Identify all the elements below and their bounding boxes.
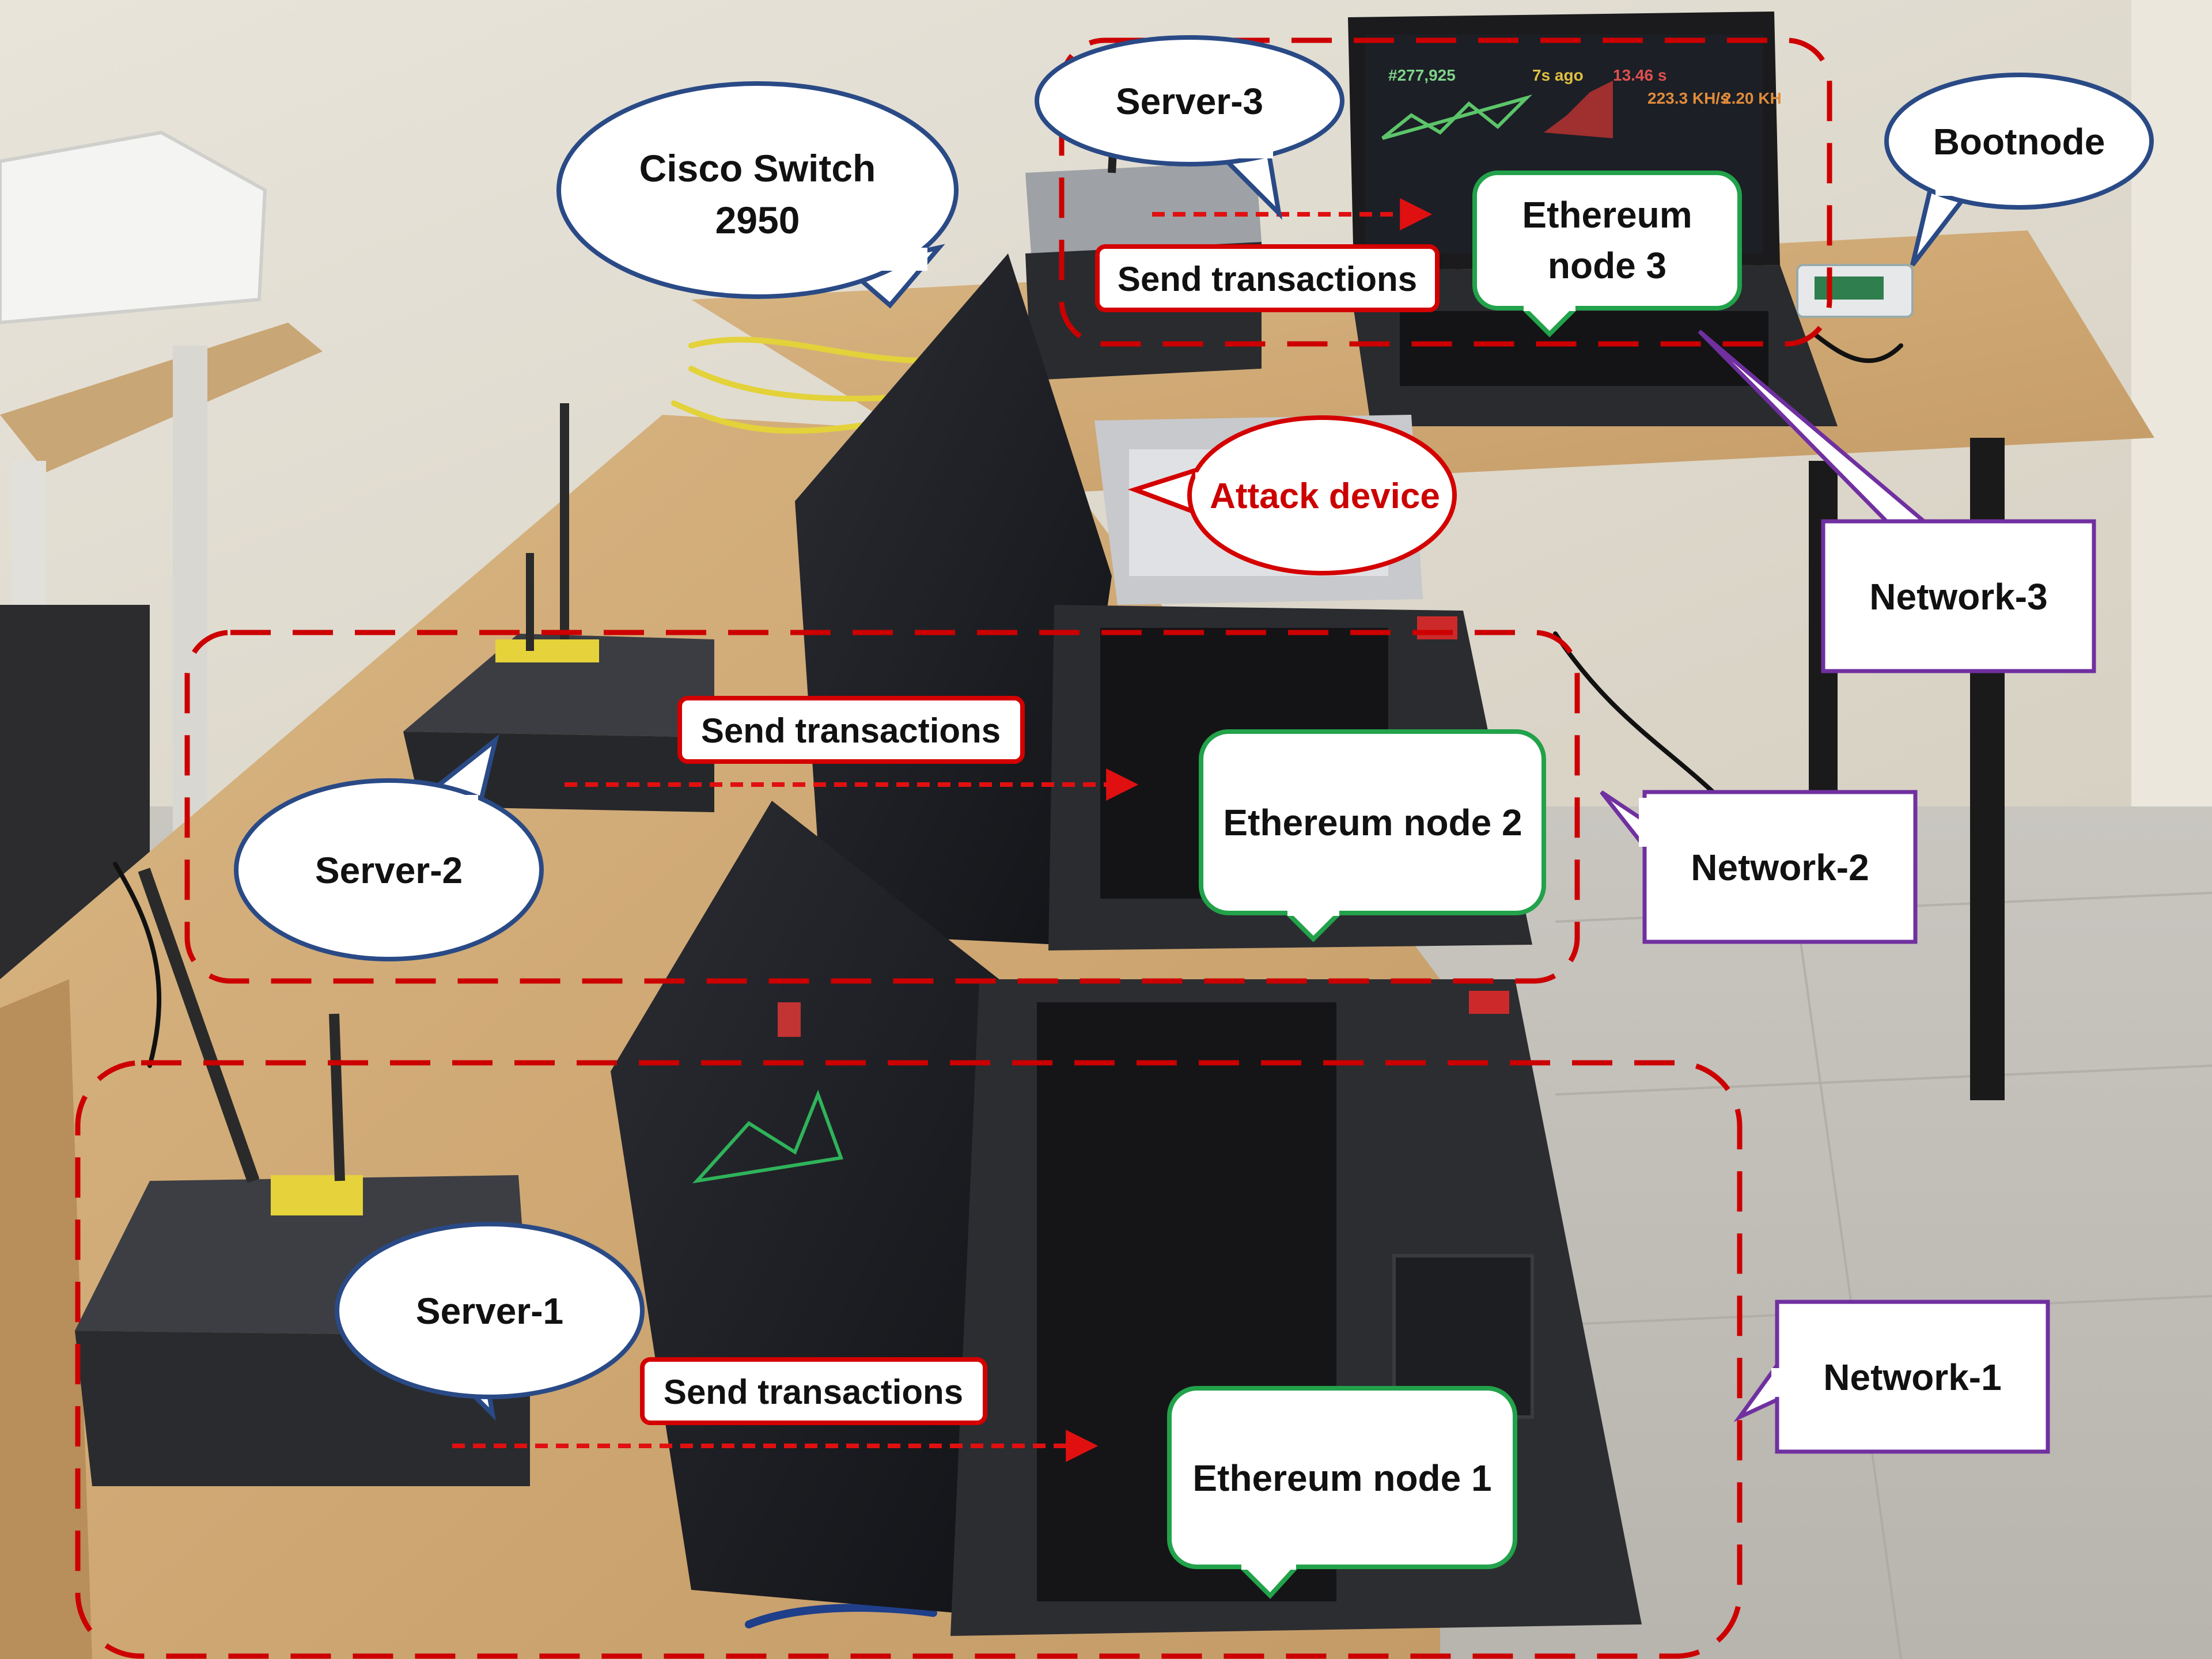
callout-bootnode: Bootnode xyxy=(1884,73,2154,267)
callout-server-2-label: Server-2 xyxy=(315,850,463,891)
network-boxes xyxy=(75,37,1832,1659)
dashboard-hashrate: 223.3 KH/s xyxy=(1647,89,1729,107)
network-2-label-box: Network-2 xyxy=(1600,790,1918,944)
white-box xyxy=(0,130,267,325)
network-3-label-box: Network-3 xyxy=(1821,519,2096,673)
dashboard-block-number: #277,925 xyxy=(1388,66,1456,84)
callout-cisco-switch-line-1: Cisco Switch xyxy=(639,147,876,190)
node-1-label: Ethereum node 1 xyxy=(1192,1457,1491,1499)
shelf-top xyxy=(0,323,323,472)
dashboard-difficulty: 2.20 KH xyxy=(1722,89,1782,107)
dashboard-block-time: 13.46 s xyxy=(1613,66,1666,84)
callout-bootnode-label: Bootnode xyxy=(1933,121,2105,162)
send-label-2: Send transactions xyxy=(701,711,1001,750)
callout-server-1-label: Server-1 xyxy=(416,1290,563,1332)
callout-cisco-switch-line-2: 2950 xyxy=(715,199,800,241)
laptop-2-screen xyxy=(795,253,1112,945)
ethereum-node-labels: Ethereum node 3 Ethereum node 2 Ethereum… xyxy=(1167,171,1742,1599)
dashboard-readout: #277,925 7s ago 13.46 s 223.3 KH/s 2.20 … xyxy=(1388,66,1782,107)
transaction-arrows xyxy=(452,198,1433,1462)
callout-attack-device: Attack device xyxy=(1127,415,1457,575)
send-label-3: Send transactions xyxy=(1118,260,1417,298)
send-label-1: Send transactions xyxy=(664,1373,963,1411)
node-2-box: Ethereum node 2 xyxy=(1199,729,1546,942)
node-3-box: Ethereum node 3 xyxy=(1472,171,1742,338)
send-transaction-labels: Send transactions Send transactions Send… xyxy=(640,244,1440,1425)
network-3-box xyxy=(1059,37,1832,347)
network-1-box xyxy=(75,1060,1743,1659)
network-2-label: Network-2 xyxy=(1691,847,1869,888)
network-1-label: Network-1 xyxy=(1823,1357,2001,1398)
node-2-label: Ethereum node 2 xyxy=(1223,802,1522,843)
network-labels: Network-3 Network-2 Network-1 xyxy=(1600,519,2096,1454)
callout-server-2: Server-2 xyxy=(234,734,544,961)
node-3-line-1: Ethereum xyxy=(1522,194,1692,236)
network-3-label: Network-3 xyxy=(1869,576,2047,618)
network-1-label-box: Network-1 xyxy=(1733,1300,2050,1454)
callout-server-3: Server-3 xyxy=(1035,35,1344,220)
speech-callouts: Cisco Switch 2950 Server-3 Bootnode Serv… xyxy=(234,35,2154,1421)
node-3-line-2: node 3 xyxy=(1548,245,1666,286)
send-label-1-box: Send transactions xyxy=(640,1357,987,1425)
network-2-box xyxy=(184,630,1580,984)
front-table-edge xyxy=(0,979,92,1659)
send-label-2-box: Send transactions xyxy=(677,696,1025,764)
dashboard-last-block: 7s ago xyxy=(1532,66,1584,84)
node-1-box: Ethereum node 1 xyxy=(1167,1386,1517,1599)
callout-cisco-switch: Cisco Switch 2950 xyxy=(556,81,959,309)
callout-attack-device-label: Attack device xyxy=(1210,476,1440,516)
send-label-3-box: Send transactions xyxy=(1095,244,1440,312)
bootnode-device xyxy=(1796,264,1914,318)
callout-server-3-label: Server-3 xyxy=(1116,81,1263,122)
callout-server-1: Server-1 xyxy=(335,1222,645,1421)
